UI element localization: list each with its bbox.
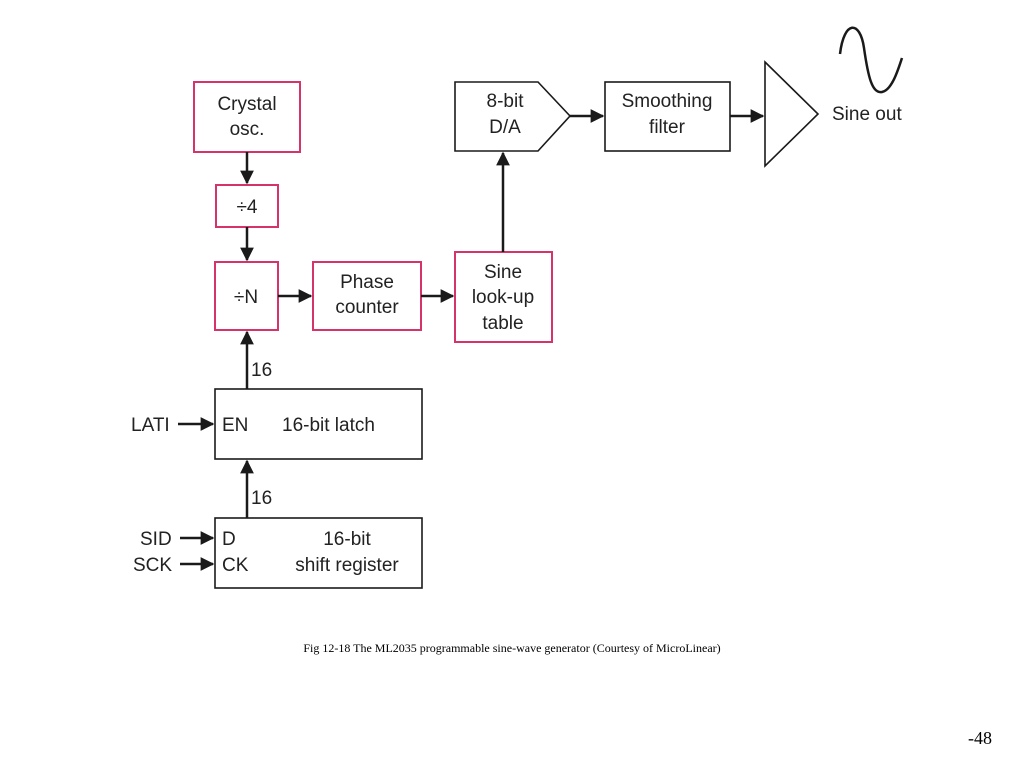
shift-register-block: D CK 16-bit shift register [214, 517, 423, 589]
shift-name-line1: 16-bit [323, 529, 371, 550]
sine-lookup-table-block: Sine look-up table [454, 251, 553, 343]
filter-label-line2: filter [649, 117, 686, 138]
bus-width-label-latch: 16 [251, 360, 272, 381]
page-number: -48 [968, 728, 992, 748]
shift-d-label: D [222, 529, 236, 550]
sck-input-label: SCK [133, 555, 172, 576]
divide-by-n-block: ÷N [214, 261, 279, 331]
lut-label-line3: table [482, 313, 523, 334]
phase-counter-block: Phase counter [312, 261, 422, 331]
dac-label-line2: D/A [489, 117, 521, 138]
divide-by-4-label: ÷4 [237, 197, 258, 218]
divide-by-n-label: ÷N [234, 287, 258, 308]
dac-label-line1: 8-bit [487, 91, 525, 112]
shift-name-line2: shift register [295, 555, 399, 576]
lati-input-label: LATI [131, 415, 170, 436]
sid-input-label: SID [140, 529, 172, 550]
lut-label-line2: look-up [472, 287, 534, 308]
latch-name-label: 16-bit latch [282, 415, 375, 436]
phase-counter-label-line1: Phase [340, 272, 394, 293]
phase-counter-label-line2: counter [335, 297, 399, 318]
shift-ck-label: CK [222, 555, 249, 576]
sine-wave-icon [838, 26, 904, 94]
figure-caption: Fig 12-18 The ML2035 programmable sine-w… [303, 641, 721, 655]
amplifier-triangle [764, 60, 820, 168]
dac-block: 8-bit D/A [454, 81, 572, 152]
crystal-label-line2: osc. [230, 119, 265, 140]
lut-label-line1: Sine [484, 262, 522, 283]
crystal-label-line1: Crystal [217, 94, 276, 115]
latch-block: EN 16-bit latch [214, 388, 423, 460]
bus-width-label-shift: 16 [251, 488, 272, 509]
sine-out-label: Sine out [832, 104, 902, 125]
latch-en-label: EN [222, 415, 248, 436]
divide-by-4-block: ÷4 [215, 184, 279, 228]
smoothing-filter-block: Smoothing filter [604, 81, 731, 152]
crystal-oscillator-block: Crystal osc. [193, 81, 301, 153]
filter-label-line1: Smoothing [622, 91, 713, 112]
